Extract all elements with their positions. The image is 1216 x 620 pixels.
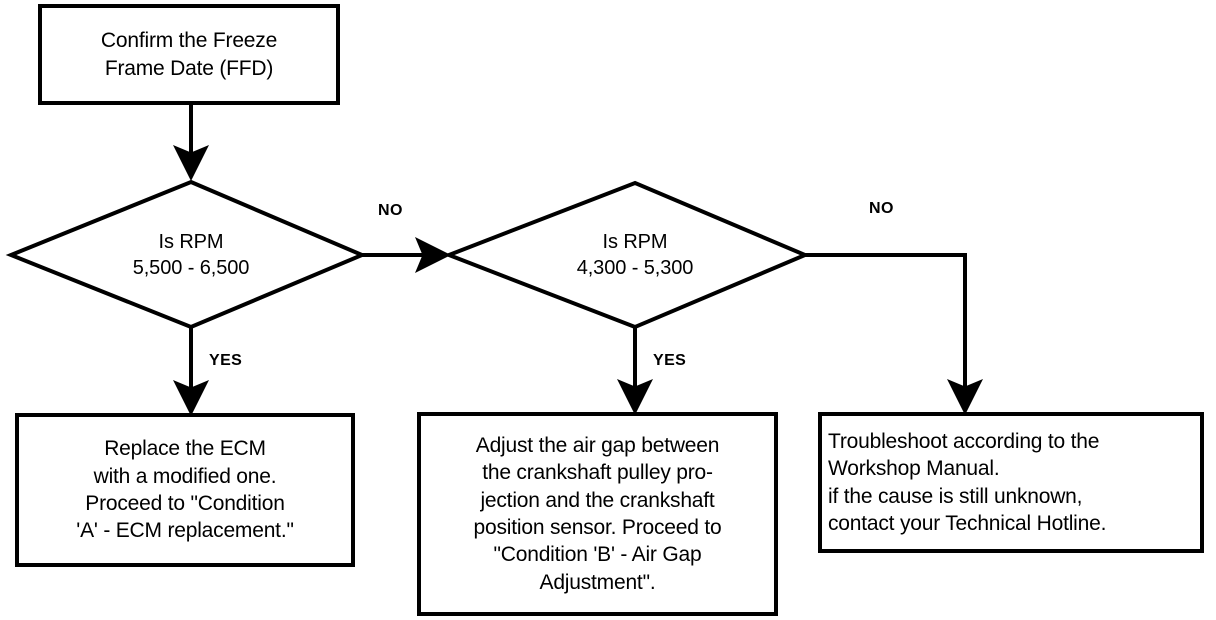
edge-label-decision1-yes: YES [209,352,243,369]
node-action-replace-ecm-shape [15,413,355,567]
node-decision-rpm-mid-shape [443,180,811,330]
edge-label-decision2-no: NO [869,200,894,217]
node-action-air-gap-shape [417,412,778,616]
node-action-troubleshoot-shape [818,412,1204,553]
edge-label-decision1-no: NO [378,202,403,219]
node-decision-rpm-high-shape [5,179,368,330]
edge-decision2-no [805,253,983,415]
edge-label-decision2-yes: YES [653,352,687,369]
node-start-shape [38,4,340,105]
